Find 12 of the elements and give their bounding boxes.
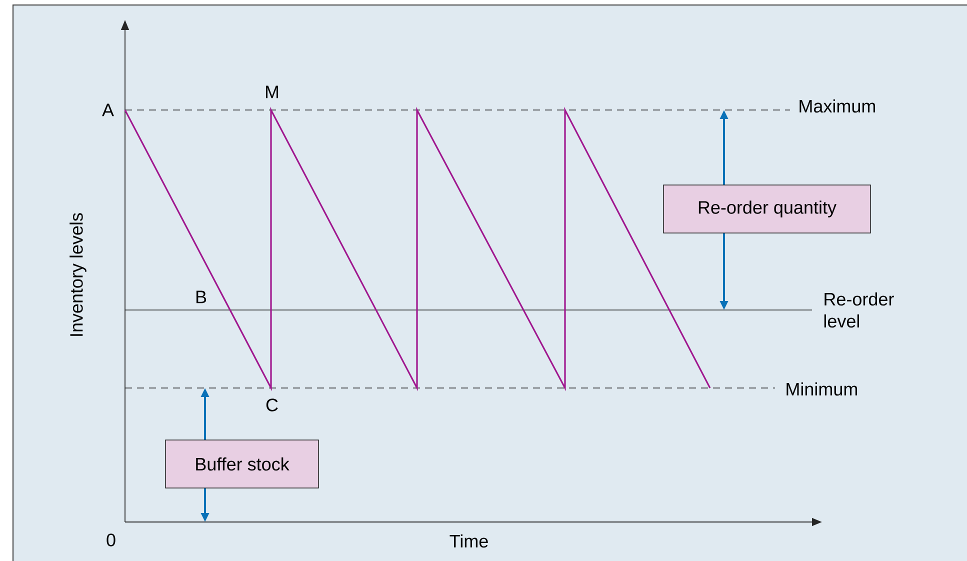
label-box: Buffer stock (165, 440, 319, 488)
point-label: A (102, 104, 114, 116)
level-label: Minimum (786, 382, 858, 396)
level-label: Maximum (800, 99, 876, 113)
level-label: Re-order level (824, 292, 894, 328)
label-box: Re-order quantity (663, 184, 871, 234)
axis-label: Time (450, 534, 488, 548)
point-label: B (196, 290, 206, 304)
axis-label: Inventory levels (70, 213, 86, 336)
origin-label: 0 (106, 534, 116, 546)
point-label: C (266, 398, 278, 412)
point-label: M (266, 86, 278, 98)
